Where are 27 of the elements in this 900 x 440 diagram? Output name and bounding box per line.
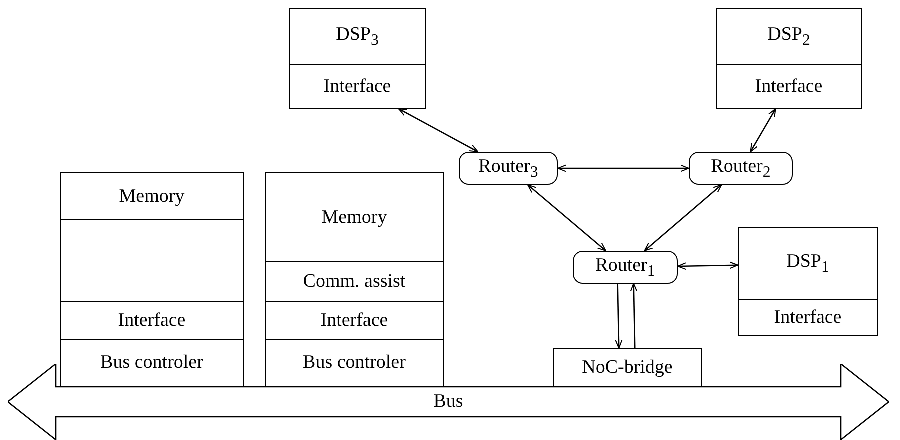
interface-section (289, 64, 426, 109)
bridge-box (553, 348, 702, 387)
router-box (689, 152, 793, 185)
interface-section (716, 64, 862, 109)
comm-assist-section (265, 261, 444, 303)
processor-section (60, 219, 244, 303)
processor-section (289, 8, 426, 66)
processor-section (716, 8, 862, 66)
arrow (557, 164, 690, 172)
arrow (398, 108, 479, 153)
interface-section (738, 299, 878, 336)
router-box (573, 251, 678, 284)
memory-section (60, 172, 244, 221)
section-label: NoC-bridge (580, 356, 675, 378)
arrow (630, 283, 638, 348)
arrow (644, 184, 722, 252)
interface-section (60, 301, 244, 341)
arrow (615, 284, 623, 349)
bus-controller-section (265, 339, 444, 387)
router-box (459, 152, 558, 185)
arrow (750, 108, 776, 153)
memory-section (265, 172, 444, 263)
bus-controller-section (60, 339, 244, 387)
interface-section (265, 301, 444, 341)
arrow (677, 262, 739, 270)
processor-section (738, 227, 878, 301)
arrow (527, 184, 607, 252)
